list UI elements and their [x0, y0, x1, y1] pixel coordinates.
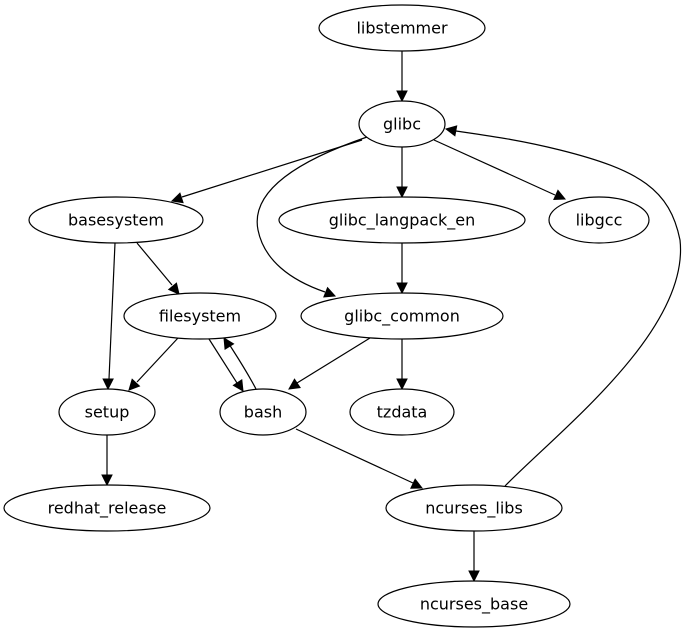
edge-line — [256, 136, 368, 293]
edge-glibc-to-glibc-langpack-en — [396, 147, 408, 199]
edge-line — [433, 139, 556, 196]
arrowhead-icon — [396, 90, 408, 103]
edge-line — [136, 242, 173, 286]
node-filesystem: filesystem — [123, 292, 277, 340]
edge-line — [208, 338, 238, 384]
node-setup: setup — [58, 388, 156, 436]
arrowhead-icon — [396, 378, 408, 391]
node-label: redhat_release — [48, 499, 167, 519]
arrowhead-icon — [232, 379, 244, 392]
node-shape — [123, 292, 277, 340]
node-label: glibc — [383, 115, 421, 134]
node-label: ncurses_libs — [425, 499, 523, 519]
edge-line — [455, 130, 682, 487]
arrowhead-icon — [101, 474, 113, 487]
node-label: bash — [244, 403, 282, 422]
node-basesystem: basesystem — [28, 196, 204, 244]
edge-bash-to-ncurses-libs — [295, 428, 424, 489]
edge-basesystem-to-setup — [102, 242, 116, 391]
node-label: tzdata — [377, 403, 428, 422]
nodes-layer: libstemmer glibc basesystem glibc_langpack_… — [3, 4, 650, 628]
node-shape — [219, 388, 307, 436]
node-glibc-langpack-en: glibc_langpack_en — [278, 196, 526, 244]
node-ncurses-base: ncurses_base — [377, 580, 571, 628]
arrowhead-icon — [468, 570, 480, 583]
node-label: filesystem — [159, 307, 241, 326]
edge-glibc-to-glibc-common — [256, 136, 368, 298]
node-shape — [358, 100, 446, 148]
node-label: glibc_common — [344, 307, 460, 327]
node-shape — [318, 4, 486, 52]
node-shape — [349, 388, 455, 436]
node-label: ncurses_base — [420, 595, 528, 615]
edge-ncurses-libs-to-glibc — [444, 125, 682, 487]
edge-ncurses-libs-to-ncurses-base — [468, 531, 480, 583]
arrowhead-icon — [102, 378, 114, 391]
node-redhat-release: redhat_release — [3, 484, 211, 532]
arrowhead-icon — [553, 189, 567, 200]
arrowhead-icon — [396, 186, 408, 199]
node-libstemmer: libstemmer — [318, 4, 486, 52]
edge-basesystem-to-filesystem — [136, 242, 180, 295]
node-shape — [3, 484, 211, 532]
arrowhead-icon — [288, 378, 301, 390]
node-libgcc: libgcc — [548, 196, 650, 244]
node-shape — [377, 580, 571, 628]
edge-line — [136, 337, 179, 383]
node-label: basesystem — [68, 211, 164, 230]
node-glibc: glibc — [358, 100, 446, 148]
edges-layer — [101, 51, 682, 583]
edge-filesystem-to-bash — [208, 338, 244, 392]
edge-line — [295, 428, 414, 484]
node-shape — [58, 388, 156, 436]
edge-line — [181, 139, 363, 198]
node-tzdata: tzdata — [349, 388, 455, 436]
node-label: setup — [85, 403, 130, 422]
node-label: glibc_langpack_en — [329, 211, 476, 231]
node-shape — [28, 196, 204, 244]
node-label: libgcc — [576, 211, 623, 230]
node-shape — [548, 196, 650, 244]
edge-line — [296, 337, 371, 384]
arrowhead-icon — [444, 125, 458, 137]
edge-glibc-to-basesystem — [170, 139, 363, 204]
arrowhead-icon — [170, 192, 184, 204]
edge-filesystem-to-setup — [128, 337, 179, 391]
edge-glibc-common-to-bash — [288, 337, 371, 390]
node-label: libstemmer — [356, 19, 448, 38]
arrowhead-icon — [223, 337, 235, 351]
arrowhead-icon — [323, 286, 337, 298]
edge-libstemmer-to-glibc — [396, 51, 408, 103]
node-ncurses-libs: ncurses_libs — [385, 484, 563, 532]
edge-glibc-langpack-en-to-glibc-common — [396, 243, 408, 295]
node-shape — [278, 196, 526, 244]
arrowhead-icon — [410, 478, 424, 489]
edge-glibc-to-libgcc — [433, 139, 567, 200]
node-shape — [385, 484, 563, 532]
arrowhead-icon — [167, 282, 180, 295]
edge-bash-to-filesystem — [223, 337, 257, 390]
node-glibc-common: glibc_common — [300, 292, 504, 340]
arrowhead-icon — [396, 282, 408, 295]
edge-line — [108, 242, 116, 380]
node-bash: bash — [219, 388, 307, 436]
edge-glibc-common-to-tzdata — [396, 339, 408, 391]
edge-setup-to-redhat-release — [101, 435, 113, 487]
node-shape — [300, 292, 504, 340]
arrowhead-icon — [128, 378, 141, 391]
edge-line — [228, 343, 257, 390]
